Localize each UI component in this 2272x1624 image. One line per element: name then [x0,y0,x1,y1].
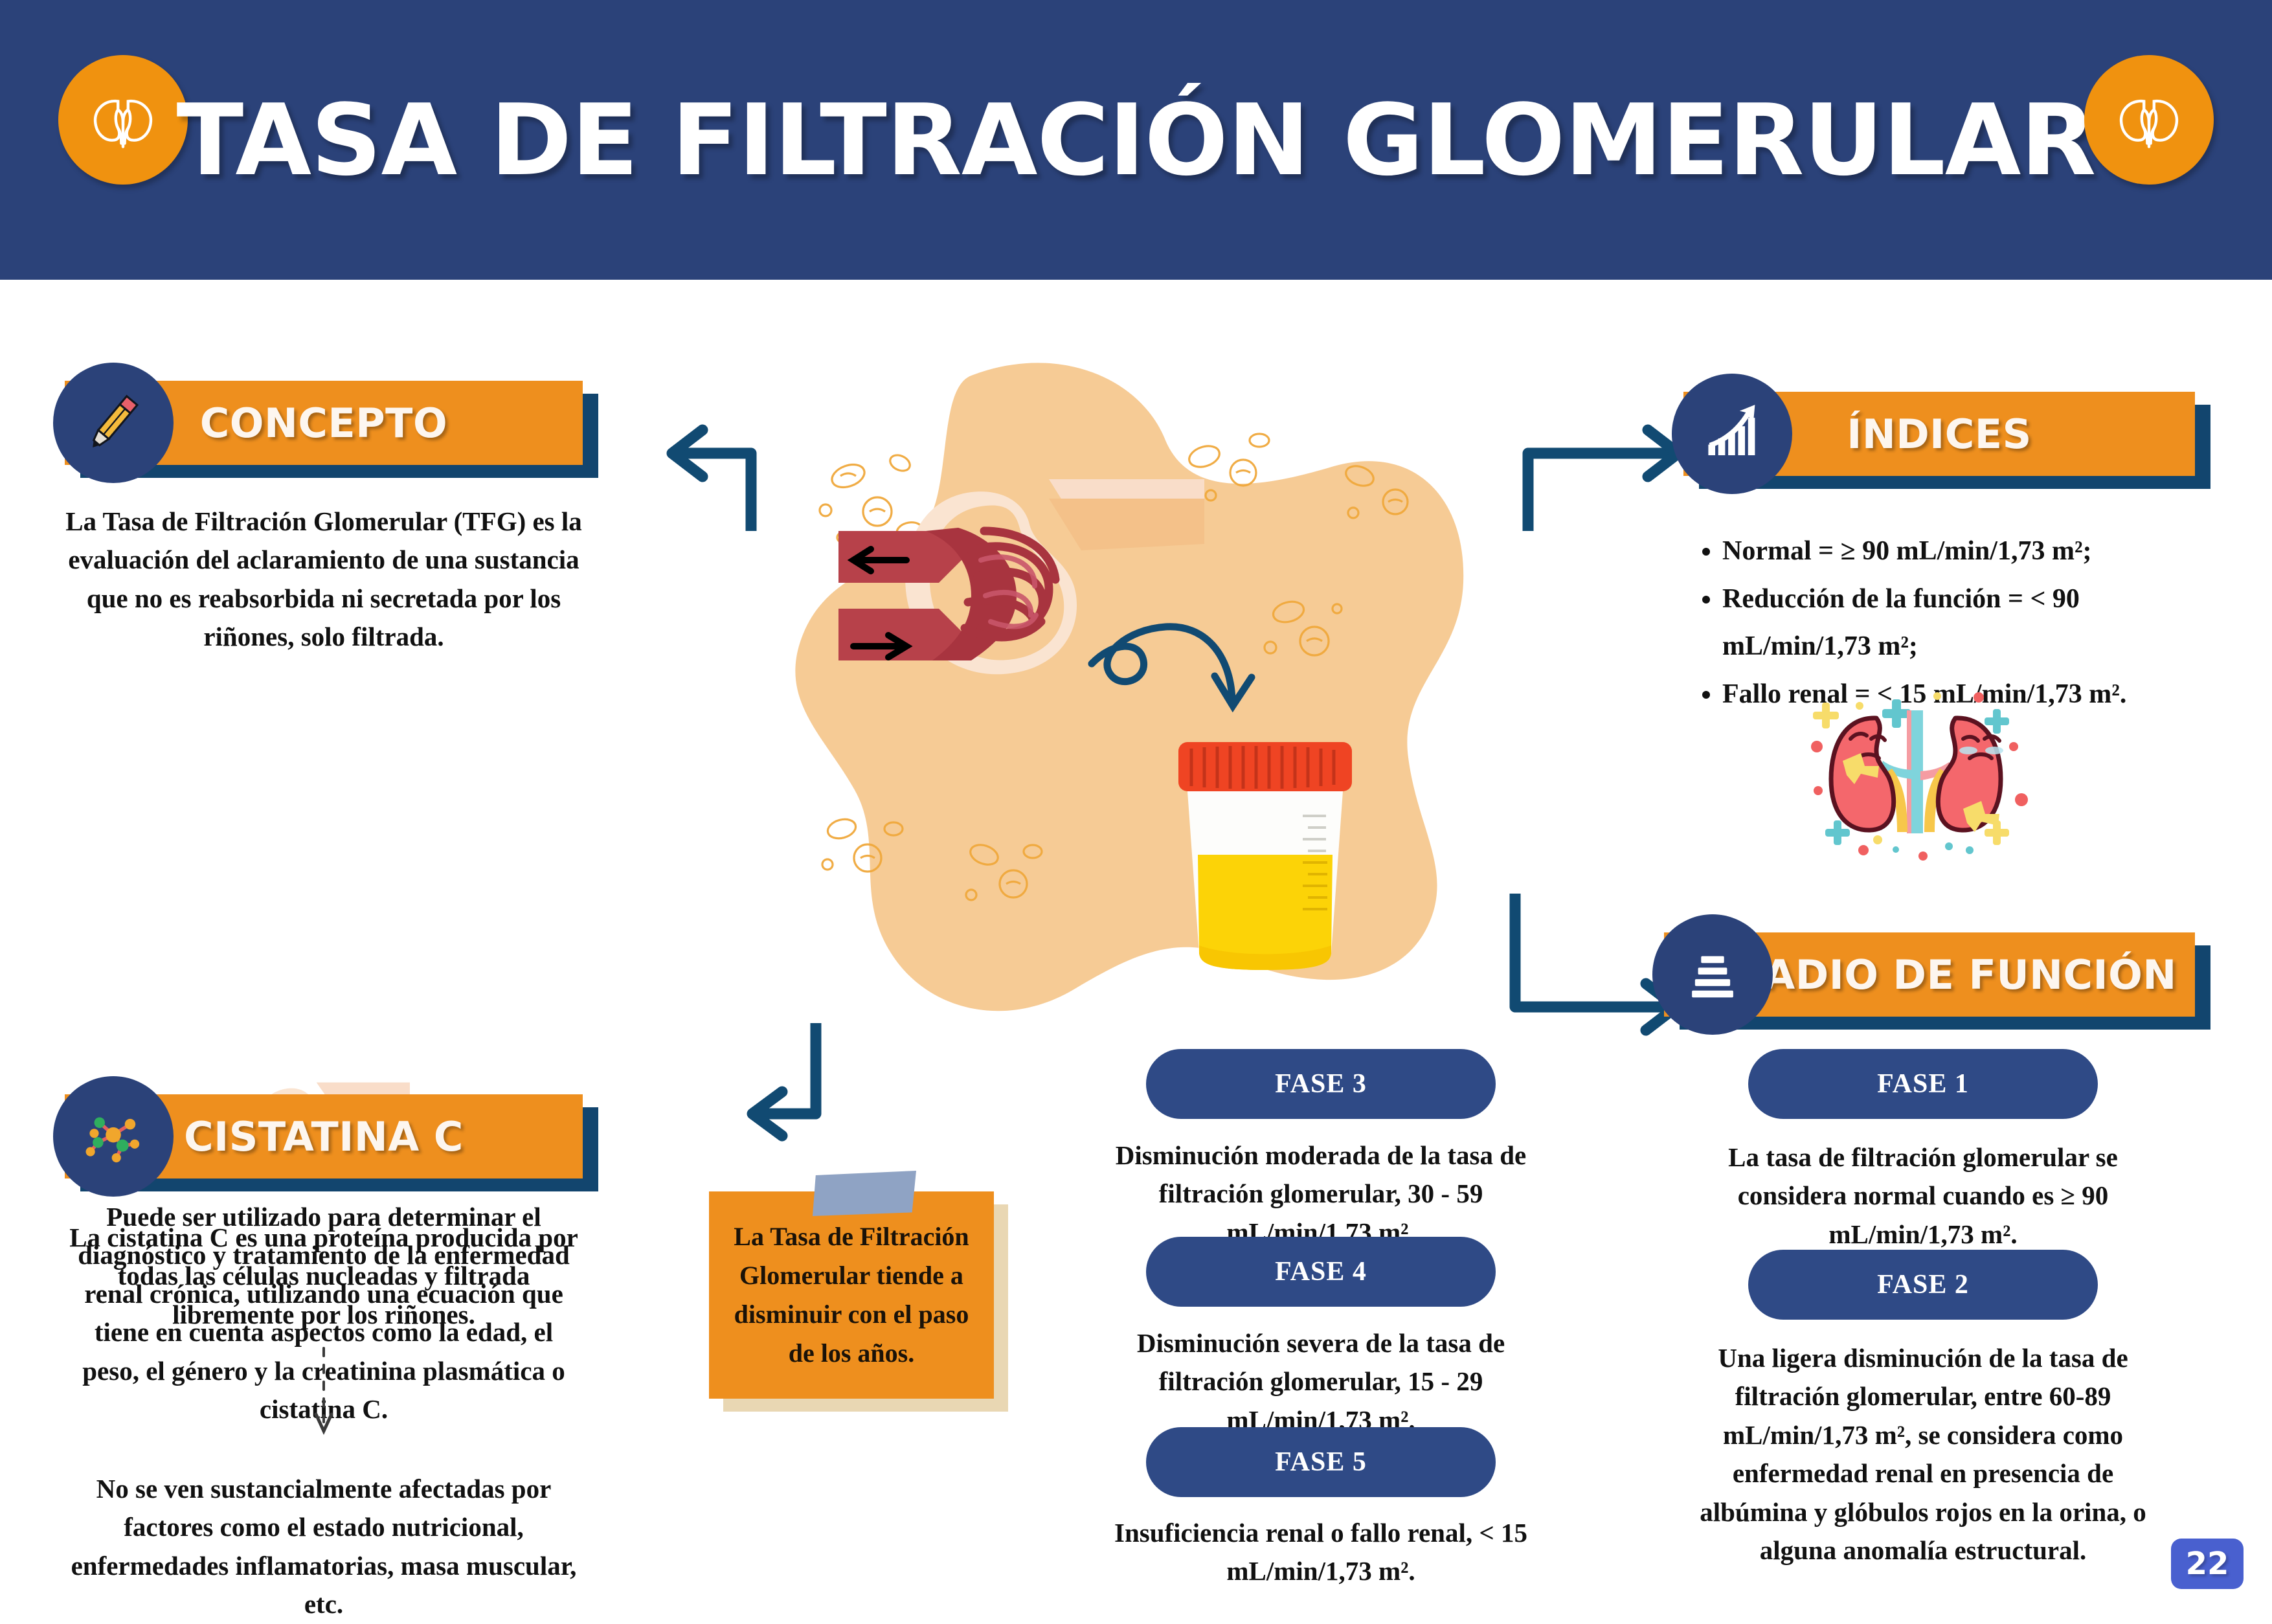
pill-fase-3[interactable]: FASE 3 [1146,1049,1496,1119]
pill-fase-5[interactable]: FASE 5 [1146,1427,1496,1497]
kidneys-icon [2119,100,2179,148]
connector-arrow-to-nota [747,1023,822,1142]
tape-icon [813,1171,916,1216]
pill-label: FASE 4 [1275,1257,1367,1287]
blood-cells-decor [818,433,1409,901]
pill-label: FASE 5 [1275,1447,1367,1477]
note-body: La Tasa de Filtración Glomerular tiende … [709,1191,994,1399]
pill-label: FASE 3 [1275,1069,1367,1099]
cistatina-paragraph-1: La cistatina C es una proteína producida… [69,1223,578,1329]
indices-item: Reducción de la función = < 90 mL/min/1,… [1722,576,2227,671]
growth-chart-icon [1672,374,1792,494]
indices-item: Fallo renal = < 15 mL/min/1,73 m². [1722,671,2227,719]
section-concepto: CONCEPTO La Tasa de Filtración Glomerula… [53,363,598,1424]
concepto-paragraph-2: Puede ser utilizado para determinar el d… [78,1202,570,1425]
indices-item: Normal = ≥ 90 mL/min/1,73 m²; [1722,528,2227,576]
page-number: 22 [2185,1546,2229,1582]
kidneys-icon-left [58,55,188,185]
glomerulus-illustration [838,479,1204,675]
note-text: La Tasa de Filtración Glomerular tiende … [734,1222,969,1368]
page-title: TASA DE FILTRACIÓN GLOMERULAR [176,82,2097,197]
cistatina-title: CISTATINA C [184,1112,464,1160]
indices-banner[interactable]: ÍNDICES [1672,374,2210,494]
cistatina-paragraph-2: No se ven sustancialmente afectadas por … [71,1474,577,1619]
sad-kidneys-illustration [1811,692,2028,861]
kidneys-icon [93,100,153,148]
pencil-icon [53,363,174,483]
pill-label: FASE 2 [1877,1270,1969,1300]
concepto-paragraph-1: La Tasa de Filtración Glomerular (TFG) e… [65,506,582,652]
curved-arrow-icon [1088,623,1255,713]
center-illustration [777,337,1502,1049]
molecule-icon [53,1076,174,1197]
cistatina-banner[interactable]: CISTATINA C [53,1076,598,1197]
fase-3-text: Disminución moderada de la tasa de filtr… [1115,1140,1527,1247]
concepto-title: CONCEPTO [199,399,448,447]
fase-2-text: Una ligera disminución de la tasa de fil… [1700,1343,2146,1566]
fase-5-text: Insuficiencia renal o fallo renal, < 15 … [1114,1518,1527,1586]
fase-4-text: Disminución severa de la tasa de filtrac… [1136,1328,1505,1435]
section-estadio-de-funcion: ESTADIO DE FUNCIÓN FASE 1 La tasa de fil… [1652,914,2210,1565]
concepto-banner[interactable]: CONCEPTO [53,363,598,483]
kidneys-icon-right [2084,55,2214,185]
pill-fase-2[interactable]: FASE 2 [1748,1250,2098,1320]
fase-1-text: La tasa de filtración glomerular se cons… [1728,1142,2118,1249]
urine-sample-illustration [1178,742,1352,970]
sticky-note: La Tasa de Filtración Glomerular tiende … [709,1171,1013,1412]
pill-label: FASE 1 [1877,1069,1969,1099]
page-header: TASA DE FILTRACIÓN GLOMERULAR [0,0,2272,280]
indices-title: ÍNDICES [1847,410,2032,458]
indices-list: Normal = ≥ 90 mL/min/1,73 m²; Reducción … [1693,528,2227,718]
section-indices: ÍNDICES Normal = ≥ 90 mL/min/1,73 m²; Re… [1672,374,2210,861]
stacked-bars-icon [1652,914,1773,1035]
section-cistatina-c: CISTATINA C La cistatina C es una [53,1076,598,1619]
estadio-banner[interactable]: ESTADIO DE FUNCIÓN [1652,914,2210,1035]
page-number-badge: 22 [2171,1539,2244,1589]
connector-arrow-to-concepto [666,424,757,531]
pill-fase-1[interactable]: FASE 1 [1748,1049,2098,1119]
pill-fase-4[interactable]: FASE 4 [1146,1237,1496,1307]
dashed-down-arrow-icon [314,1347,333,1435]
